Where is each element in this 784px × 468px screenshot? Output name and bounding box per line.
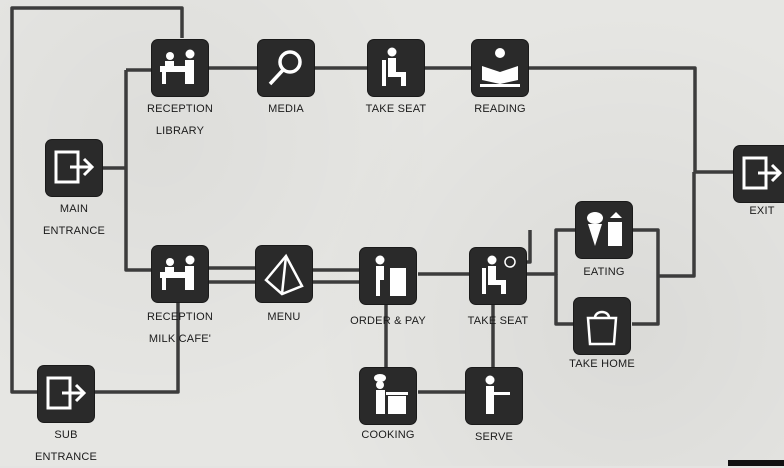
sub-entrance-label: SUB ENTRANCE <box>34 429 98 463</box>
eating-node <box>576 202 632 258</box>
menu-node <box>256 246 312 302</box>
reception-desk-icon <box>160 49 195 84</box>
exit-icon <box>742 156 783 190</box>
line-sub-to-top <box>10 6 184 394</box>
take-seat-top-node <box>368 40 424 96</box>
exit-node <box>734 146 784 202</box>
order-pay-label: ORDER & PAY <box>350 315 426 327</box>
seated-person-icon <box>482 255 516 294</box>
counter-person-icon <box>375 255 406 296</box>
take-seat-top-label: TAKE SEAT <box>365 103 427 115</box>
corner-mark <box>728 460 784 466</box>
chef-icon <box>374 374 408 414</box>
take-home-node <box>574 298 630 354</box>
menu-card-icon <box>264 253 304 296</box>
line-sub-to-cafe <box>94 300 180 394</box>
media-node <box>258 40 314 96</box>
reception-desk-icon <box>160 255 195 290</box>
main-entrance-label: MAIN ENTRANCE <box>42 203 106 237</box>
order-pay-node <box>360 248 416 304</box>
serve-label: SERVE <box>474 431 514 443</box>
enter-icon <box>46 376 87 410</box>
cooking-node <box>360 368 416 424</box>
exit-label: EXIT <box>749 205 775 217</box>
reception-milk-cafe-node <box>152 246 208 302</box>
reading-label: READING <box>474 103 526 115</box>
take-seat-bottom-label: TAKE SEAT <box>467 315 529 327</box>
line-seat-to-home <box>554 274 574 326</box>
reception-library-label: RECEPTION LIBRARY <box>147 103 213 137</box>
reception-milk-cafe-label: RECEPTION MILK CAFE' <box>147 311 213 345</box>
magnifier-icon <box>268 50 302 86</box>
line-reading-to-exit <box>528 66 734 174</box>
seated-person-icon <box>382 47 406 86</box>
reading-person-icon <box>480 48 520 87</box>
reception-library-node <box>152 40 208 96</box>
main-entrance-node <box>46 140 102 196</box>
line-main-branch <box>124 70 152 272</box>
dessert-drink-icon <box>587 212 622 246</box>
cooking-label: COOKING <box>361 429 415 441</box>
take-home-label: TAKE HOME <box>569 358 635 370</box>
reading-node <box>472 40 528 96</box>
serve-node <box>466 368 522 424</box>
eating-label: EATING <box>583 266 625 278</box>
take-seat-bottom-node <box>470 248 526 304</box>
sub-entrance-node <box>38 366 94 422</box>
enter-icon <box>54 150 95 184</box>
line-seat-to-eat-split <box>526 228 576 276</box>
menu-label: MENU <box>267 311 301 323</box>
line-eat-up <box>526 230 532 264</box>
shopping-bag-icon <box>586 310 618 346</box>
line-eat-to-exit-right <box>658 172 696 278</box>
media-label: MEDIA <box>268 103 304 115</box>
waiter-icon <box>485 375 510 414</box>
